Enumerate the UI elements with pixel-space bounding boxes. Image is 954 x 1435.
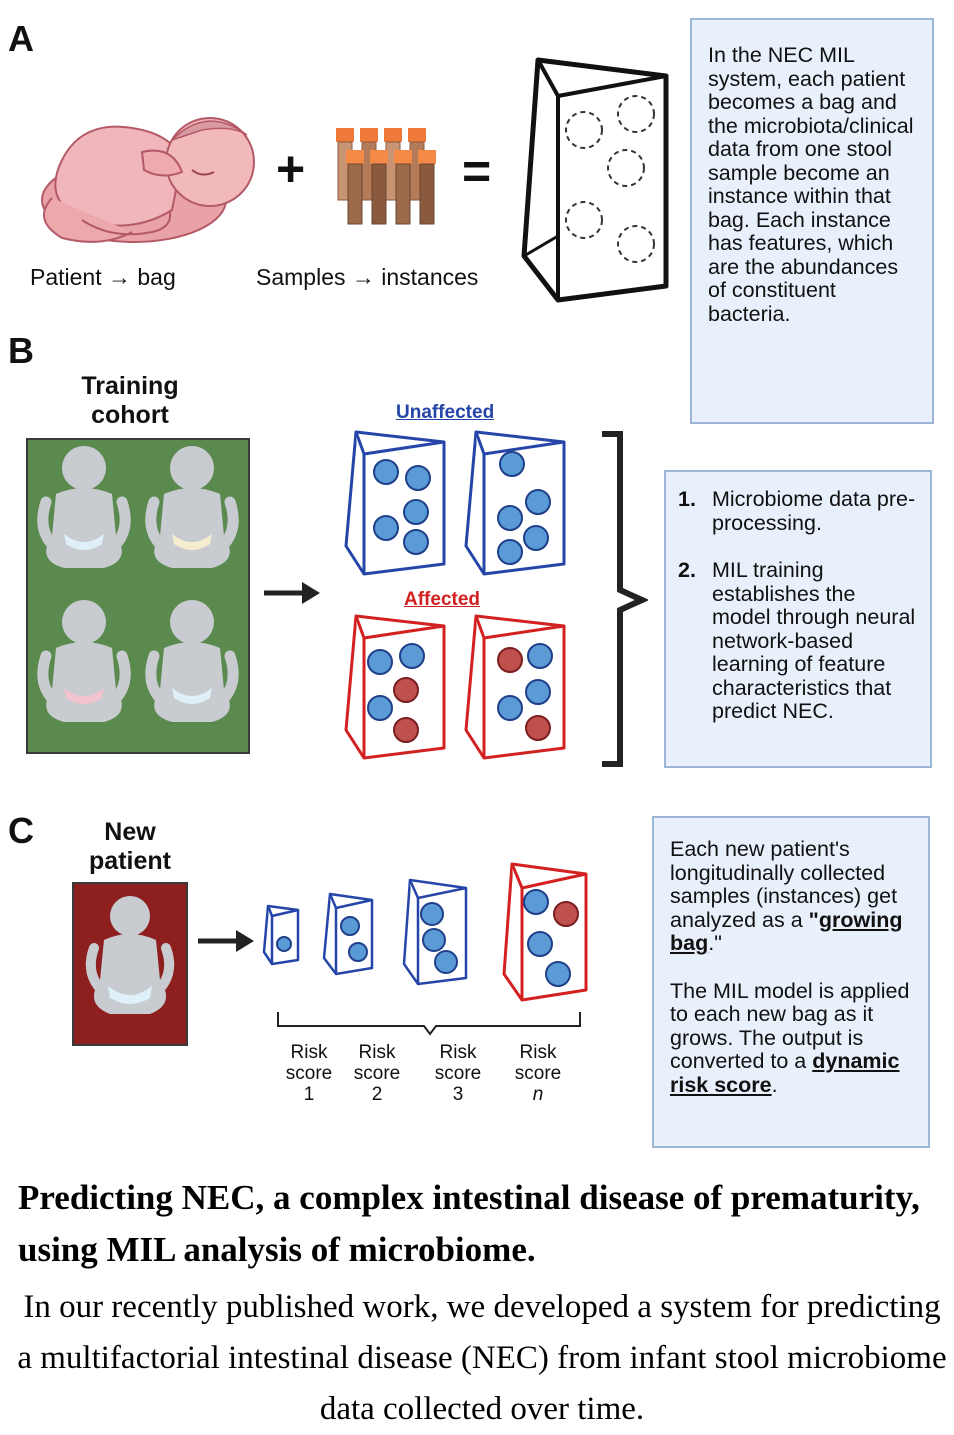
training-step-2: 2. MIL training establishes the model th… [678,558,918,724]
samples-instances-label: Samples → instances [256,264,479,290]
unaffected-label: Unaffected [396,402,495,423]
risk-score-n: Risk score n [503,1042,573,1105]
risk-label: Risk [290,1042,328,1063]
info-text: Each new patient's longitudinally collec… [670,837,898,932]
step-text: MIL training establishes the model throu… [712,558,916,723]
panel-b-steps-box: 1. Microbiome data pre-processing. 2. MI… [664,470,932,768]
risk-index: 1 [303,1084,315,1105]
training-cohort-title: Training cohort [81,372,179,429]
unaffected-bags [344,430,566,576]
equals-sign: = [462,143,492,199]
risk-score-1: Risk score 1 [274,1042,344,1105]
risk-label: Risk [519,1042,557,1063]
info-text: ." [708,931,722,955]
risk-index: n [532,1084,544,1105]
panel-a-info-text: In the NEC MIL system, each patient beco… [708,43,914,326]
step-text: Microbiome data pre-processing. [712,487,916,535]
panel-c-info-box: Each new patient's longitudinally collec… [652,816,930,1148]
info-text: " [808,907,819,932]
growing-bag-paragraph: Each new patient's longitudinally collec… [670,837,916,956]
risk-index: 2 [371,1084,383,1105]
training-step-1: 1. Microbiome data pre-processing. [678,487,918,535]
risk-score-paragraph: The MIL model is applied to each new bag… [670,978,916,1098]
step-number: 1. [678,487,696,511]
risk-score-3: Risk score 3 [423,1042,493,1105]
risk-score-brace [277,1012,581,1036]
dynamic-risk-score-term: dynamic risk score [670,1049,900,1097]
growing-bags [262,862,588,1002]
new-patient-arrow-icon [198,930,254,952]
caption-title: Predicting NEC, a complex intestinal dis… [18,1178,920,1269]
patient-bag-label: Patient → bag [30,264,176,290]
cohort-arrow-icon [264,582,320,604]
training-steps-list: 1. Microbiome data pre-processing. 2. MI… [678,487,918,724]
step-number: 2. [678,558,696,582]
panel-letter-b: B [8,330,34,371]
bracket-icon [602,431,648,767]
info-text: The MIL model is applied to each new bag… [670,978,910,1073]
info-text: . [771,1072,778,1097]
bag-with-instances-illustration [521,57,669,303]
affected-bags [344,614,566,760]
new-patient-box [72,882,188,1046]
panel-a-info-box: In the NEC MIL system, each patient beco… [690,18,934,424]
new-patient-title: New patient [89,818,171,875]
risk-label: score [353,1063,401,1084]
risk-index: 3 [452,1084,464,1105]
risk-label: score [285,1063,333,1084]
risk-label: score [514,1063,562,1084]
risk-label: Risk [358,1042,396,1063]
sleeping-infant-illustration [41,117,255,243]
sample-tubes-illustration [336,128,436,225]
training-cohort-box [26,438,250,754]
risk-label: score [434,1063,482,1084]
plus-sign: + [276,141,306,197]
growing-bag-term: growing bag [670,907,903,955]
affected-label: Affected [404,589,481,610]
panel-letter-a: A [8,18,34,59]
caption-body: In our recently published work, we devel… [17,1289,947,1427]
panel-letter-c: C [8,810,34,851]
risk-score-2: Risk score 2 [342,1042,412,1105]
risk-label: Risk [439,1042,477,1063]
